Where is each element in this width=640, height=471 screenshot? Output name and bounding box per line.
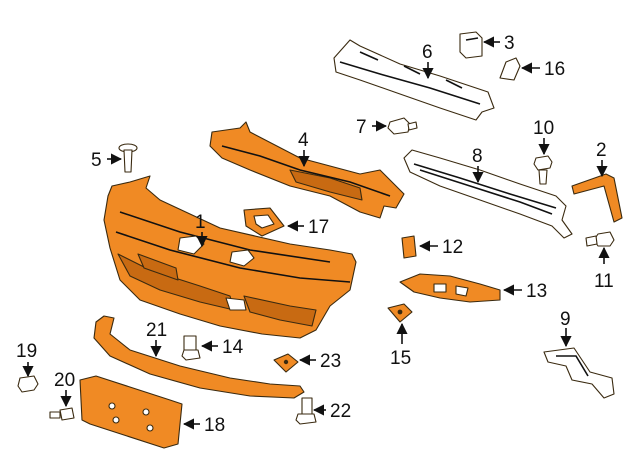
part-19-bolt [17,375,39,393]
part-8-reinforcement-beam [403,149,573,239]
part-20-bolt [49,407,75,421]
callout-20: 20 [54,370,75,391]
part-4-upper-absorber [209,121,405,219]
part-16-clip [499,57,521,81]
part-23-nut [273,353,299,373]
part-14-bolt [181,335,201,361]
part-2-side-bracket [571,173,623,223]
part-6-upper-beam [333,39,495,121]
callout-3: 3 [504,33,515,54]
part-12-clip [401,235,417,259]
part-15-nut [387,303,413,323]
callout-2: 2 [596,140,607,161]
callout-14: 14 [222,337,244,358]
callout-4: 4 [298,130,309,151]
callout-23: 23 [320,351,341,372]
callout-17: 17 [308,217,329,238]
part-10-bolt [533,155,553,185]
part-21-lower-strip [93,315,305,399]
part-18-license-plate-bracket [79,375,183,449]
callout-9: 9 [560,309,571,330]
callout-19: 19 [16,341,37,362]
callout-6: 6 [422,42,433,63]
callout-5: 5 [91,150,102,171]
part-22-bolt [295,397,317,425]
callout-7: 7 [356,117,367,138]
callout-16: 16 [544,59,565,80]
part-17-frame [243,207,285,237]
leader-lines [22,36,610,430]
callout-22: 22 [330,401,351,422]
callout-labels: 1 2 3 4 5 6 7 8 9 10 11 12 13 14 15 16 1… [16,33,614,436]
callout-12: 12 [442,237,463,258]
callout-21: 21 [146,320,167,341]
part-11-bolt [585,231,615,247]
callout-18: 18 [204,415,225,436]
callout-13: 13 [526,281,547,302]
part-5-pin [118,143,138,173]
callout-10: 10 [533,118,554,139]
callout-15: 15 [390,348,411,369]
callout-11: 11 [594,271,614,292]
part-3-clip [459,31,483,59]
part-1-bumper-cover [103,175,357,339]
part-13-bracket [399,273,501,303]
part-7-bolt [387,117,418,135]
part-9-lower-bracket [543,347,615,399]
callout-8: 8 [472,146,483,167]
callout-1: 1 [195,212,206,233]
